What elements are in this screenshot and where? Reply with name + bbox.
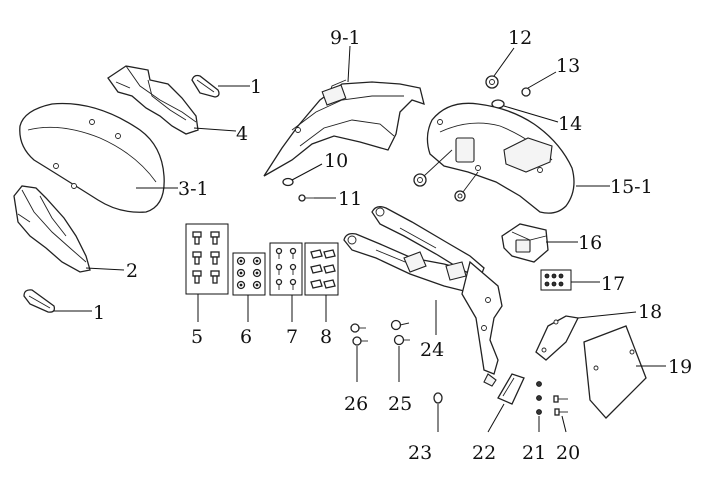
part-25-bolts [390, 319, 410, 346]
part-24-rear-frame [343, 206, 503, 387]
part-15-1-nuts [413, 149, 479, 202]
callout-1-bottom: 1 [93, 302, 105, 324]
part-1-bottom-strip [23, 289, 56, 313]
callout-7: 7 [286, 326, 298, 348]
part-15-1-rear-fender [426, 102, 575, 214]
leader-13 [527, 71, 557, 89]
leader-9-1 [347, 45, 351, 83]
callout-16: 16 [578, 232, 602, 254]
callout-19: 19 [668, 356, 692, 378]
callout-21: 21 [522, 442, 546, 464]
leader-12 [493, 47, 515, 77]
part-2-lower-shield [13, 185, 91, 273]
callout-14: 14 [558, 113, 582, 135]
callout-20: 20 [556, 442, 580, 464]
part-19-license-plate [583, 325, 647, 419]
callout-1-top: 1 [250, 76, 262, 98]
leader-20 [561, 415, 567, 433]
callout-17: 17 [601, 273, 625, 295]
leader-10 [291, 163, 323, 181]
part-11-screw [298, 194, 314, 202]
leader-4 [193, 127, 237, 132]
leader-14 [503, 105, 559, 123]
part-22-reflector [497, 373, 525, 405]
leader-2 [85, 267, 125, 271]
part-5-bolt-kit [185, 223, 229, 295]
leader-22 [487, 403, 505, 433]
part-3-1-front-fender [19, 102, 165, 213]
part-7-screw-kit [269, 242, 303, 296]
callout-18: 18 [638, 301, 662, 323]
callout-10: 10 [324, 150, 348, 172]
part-20-screws [553, 395, 568, 416]
callout-6: 6 [240, 326, 252, 348]
part-23-grommet [433, 392, 443, 404]
leader-18 [577, 311, 637, 319]
part-13-nut [521, 87, 531, 97]
part-6-washer-kit [232, 252, 266, 296]
callout-26: 26 [344, 393, 368, 415]
part-16-bracket [501, 223, 549, 263]
callout-4: 4 [236, 123, 248, 145]
callout-15-1: 15-1 [610, 176, 653, 198]
callout-8: 8 [320, 326, 332, 348]
callout-9-1: 9-1 [330, 27, 361, 49]
callout-12: 12 [508, 27, 532, 49]
callout-23: 23 [408, 442, 432, 464]
part-8-clip-kit [304, 242, 339, 296]
part-10-washer [282, 177, 294, 187]
part-9-1-rear-fender-upper [263, 79, 425, 177]
part-26-bolts [350, 323, 368, 346]
callout-24: 24 [420, 339, 444, 361]
part-17-clips [540, 269, 572, 291]
callout-22: 22 [472, 442, 496, 464]
part-1-top-strip [191, 74, 220, 98]
callout-2: 2 [126, 260, 138, 282]
callout-11: 11 [338, 188, 362, 210]
part-18-plate-holder [535, 315, 579, 361]
callout-5: 5 [191, 326, 203, 348]
part-12-nut [485, 75, 499, 89]
part-4-inner-shield [107, 65, 199, 135]
callout-3-1: 3-1 [178, 178, 209, 200]
callout-25: 25 [388, 393, 412, 415]
callout-13: 13 [556, 55, 580, 77]
part-21-nuts [536, 381, 542, 415]
